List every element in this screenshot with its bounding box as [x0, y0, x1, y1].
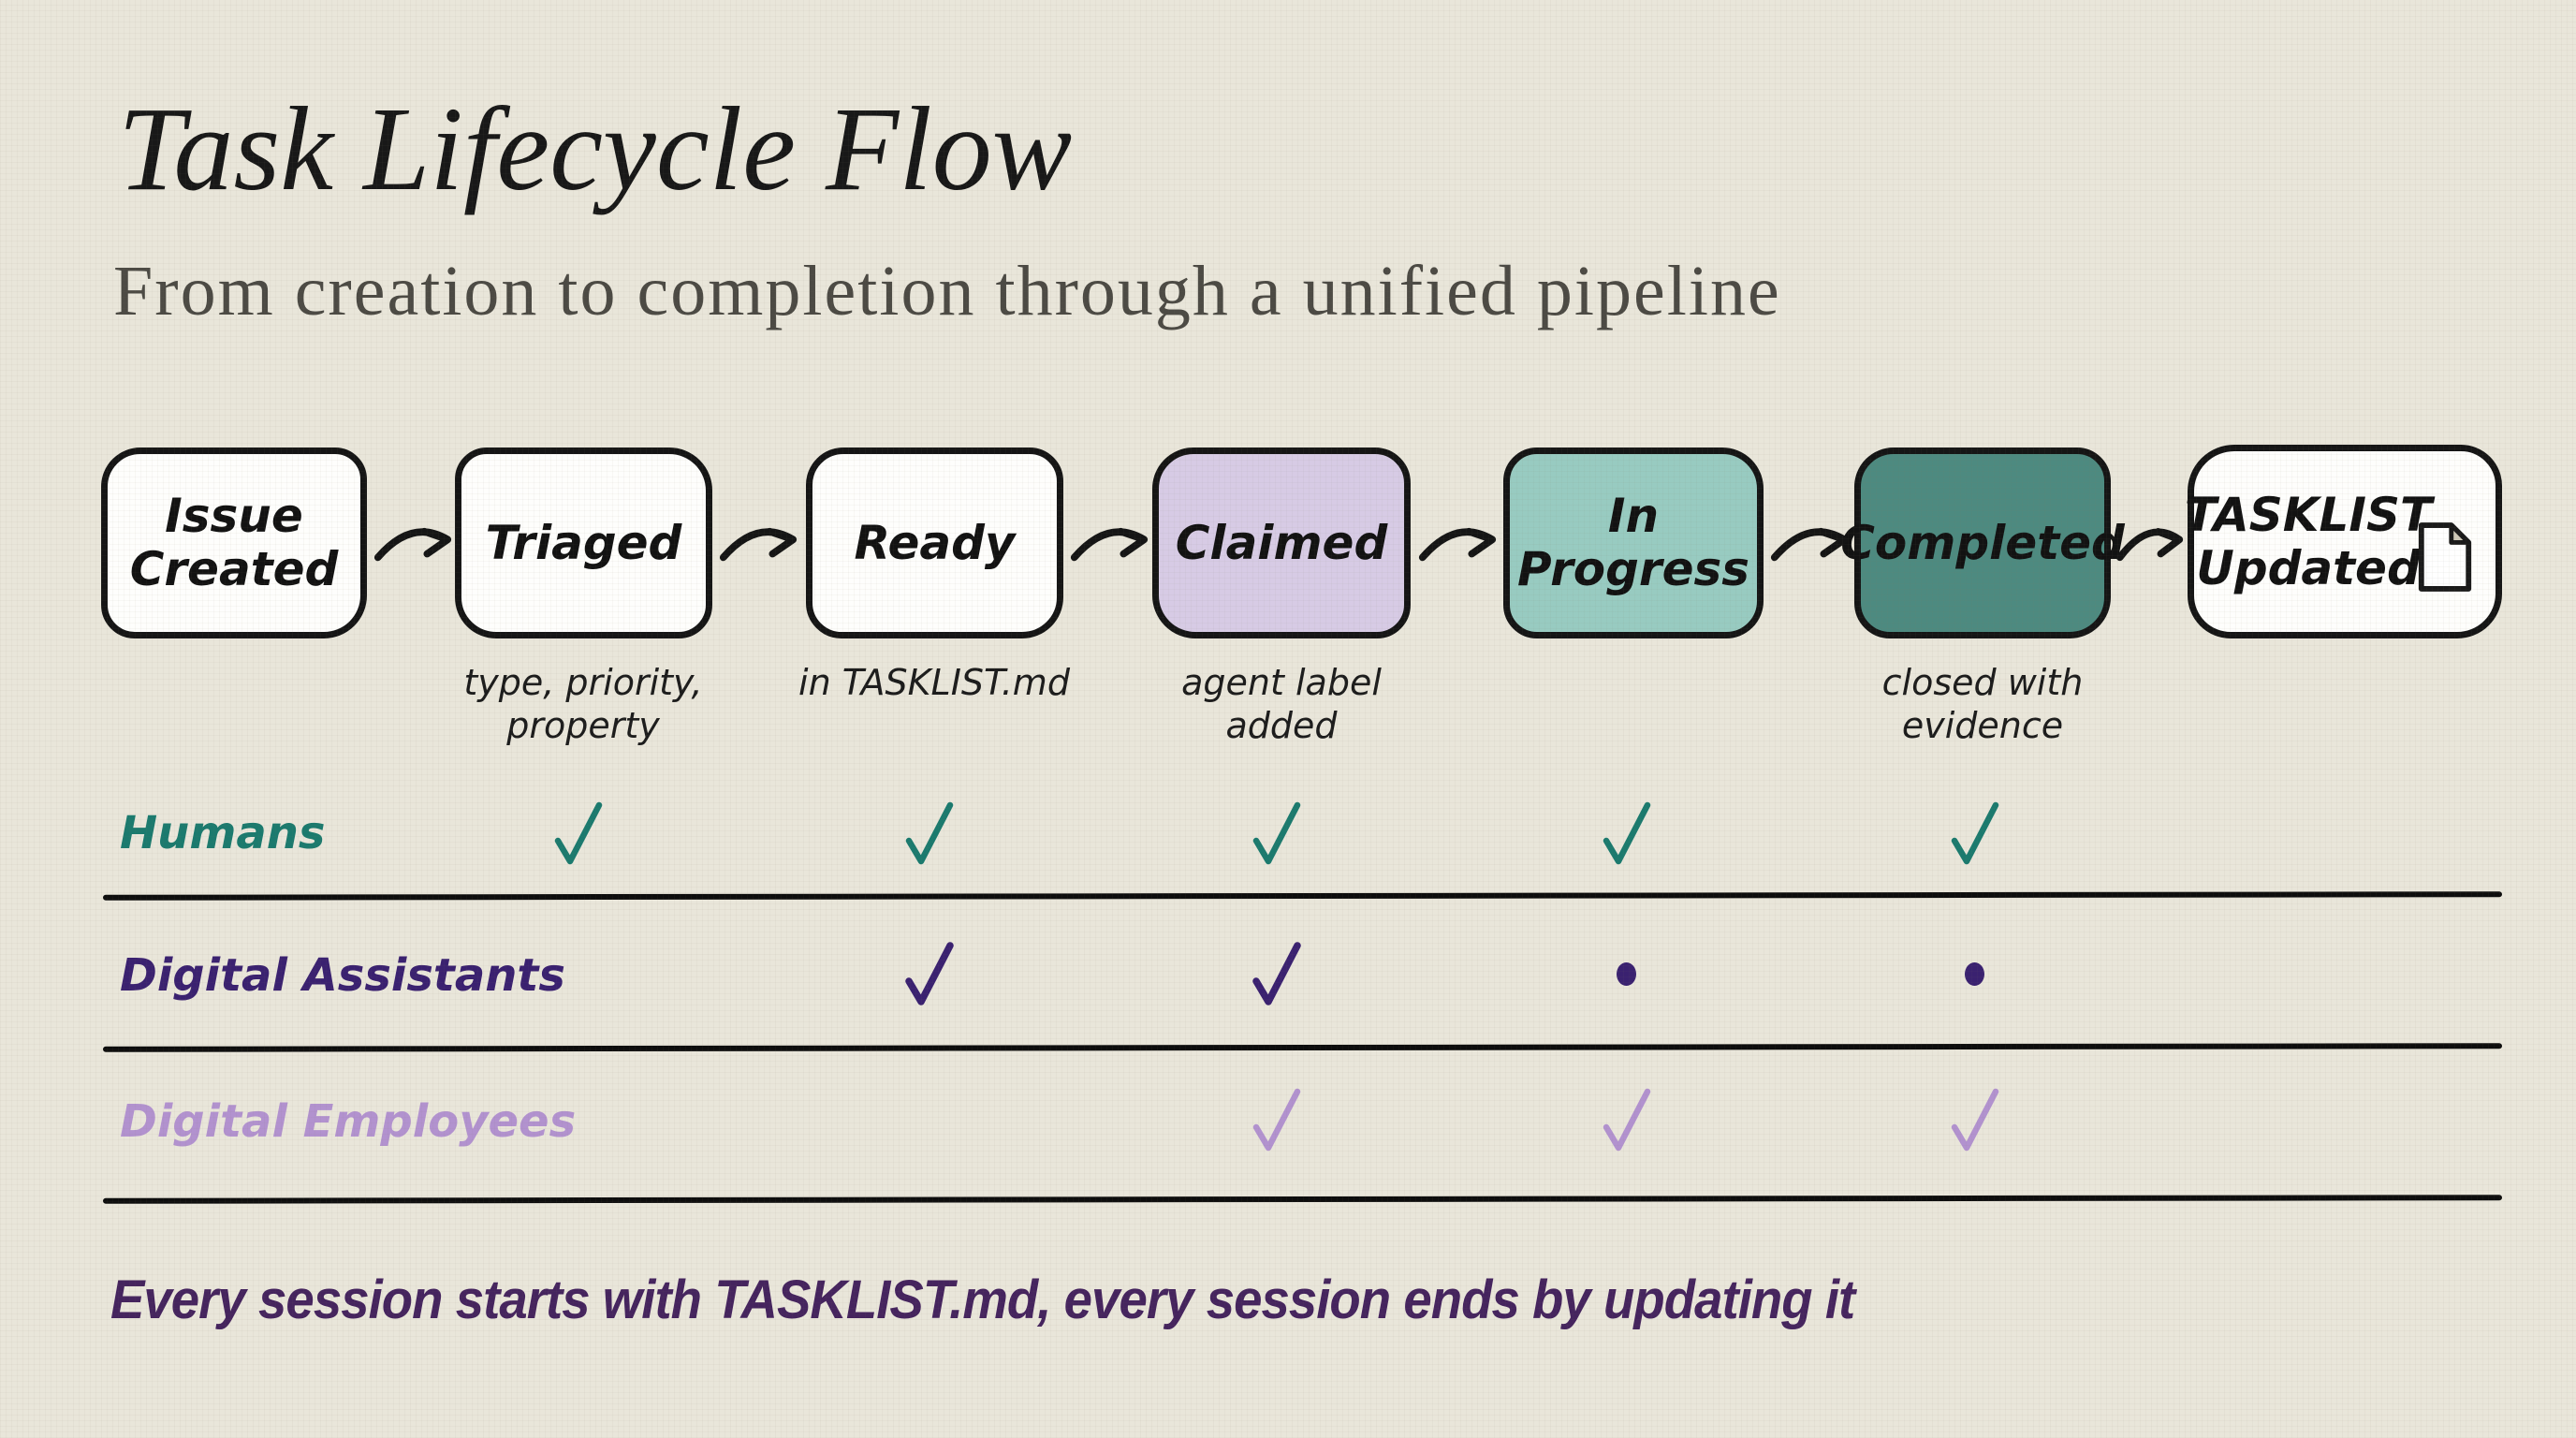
check-icon [554, 801, 603, 865]
row-divider [102, 1043, 2503, 1052]
stage-note-completed: closed with evidence [1881, 662, 2084, 747]
dot-icon [1617, 962, 1636, 986]
flow-arrow-icon [1418, 527, 1497, 562]
flow-arrow-icon [2115, 528, 2184, 562]
row-label-digital-assistants: Digital Assistants [120, 949, 565, 1002]
row-label-digital-employees: Digital Employees [120, 1095, 577, 1148]
footer-note: Every session starts with TASKLIST.md, e… [110, 1269, 1855, 1330]
check-icon [1252, 942, 1301, 1005]
flow-arrow-icon [1070, 527, 1149, 562]
row-divider [102, 891, 2503, 901]
row-label-humans: Humans [120, 807, 326, 859]
check-icon [1951, 1088, 1999, 1152]
stage-in-progress: In Progress [1503, 448, 1764, 638]
stage-ready: Ready [806, 448, 1063, 638]
stage-label-completed: Completed [1840, 515, 2125, 570]
stage-label-issue-created: Issue Created [129, 489, 339, 596]
row-divider [102, 1195, 2503, 1204]
stage-completed: Completed [1840, 448, 2125, 638]
stage-label-in-progress: In Progress [1517, 489, 1749, 596]
stage-label-claimed: Claimed [1175, 515, 1388, 570]
check-icon [905, 942, 954, 1005]
page-title: Task Lifecycle Flow [118, 82, 1073, 215]
stage-issue-created: Issue Created [101, 448, 367, 638]
page-subtitle: From creation to completion through a un… [113, 252, 1781, 330]
stage-note-triaged: type, priority, property [463, 662, 703, 747]
check-icon [1252, 1088, 1301, 1152]
stage-label-ready: Ready [854, 515, 1016, 570]
flow-arrow-icon [719, 527, 798, 562]
check-icon [905, 801, 954, 865]
check-icon [1252, 801, 1301, 865]
check-icon [1951, 801, 1999, 865]
stage-triaged: Triaged [455, 448, 712, 638]
stage-label-triaged: Triaged [485, 515, 682, 570]
stage-claimed: Claimed [1152, 448, 1411, 638]
dot-icon [1965, 962, 1984, 986]
stage-label-tasklist-updated: TASKLIST Updated [2184, 487, 2433, 595]
flow-arrow-icon [373, 527, 452, 562]
document-icon [2418, 522, 2472, 592]
check-icon [1603, 801, 1651, 865]
check-icon [1603, 1088, 1651, 1152]
stage-tasklist-updated: TASKLIST Updated [2184, 445, 2502, 638]
stage-note-ready: in TASKLIST.md [798, 662, 1070, 703]
stage-note-claimed: agent label added [1181, 662, 1382, 747]
flow-arrow-icon [1770, 527, 1849, 562]
